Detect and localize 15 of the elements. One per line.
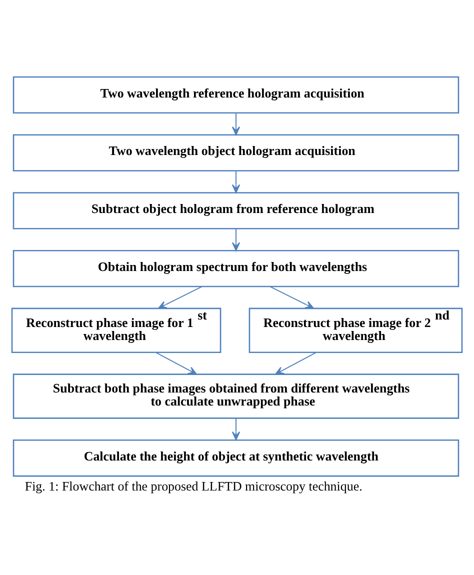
caption: Fig. 1: Flowchart of the proposed LLFTD microscopy technique. [24, 478, 362, 494]
node-box: Subtract both phase images obtained from different wavelengths to calculate unwrapped phase [12, 374, 460, 419]
node-box: Subtract object hologram from reference hologram [12, 192, 460, 230]
arrow [275, 352, 317, 375]
node-box: Calculate the height of object at synthetic wavelength [12, 440, 460, 477]
arrow [158, 286, 202, 309]
node-box: Obtain hologram spectrum for both wavelengths [12, 250, 460, 288]
arrow [155, 352, 198, 375]
arrow [232, 228, 240, 252]
arrow [232, 170, 240, 194]
node-box: Two wavelength reference hologram acquisition [12, 76, 460, 114]
node-box: Two wavelength object hologram acquisition [12, 134, 460, 172]
arrow [232, 418, 240, 440]
arrow [232, 112, 240, 136]
arrow [270, 286, 314, 309]
